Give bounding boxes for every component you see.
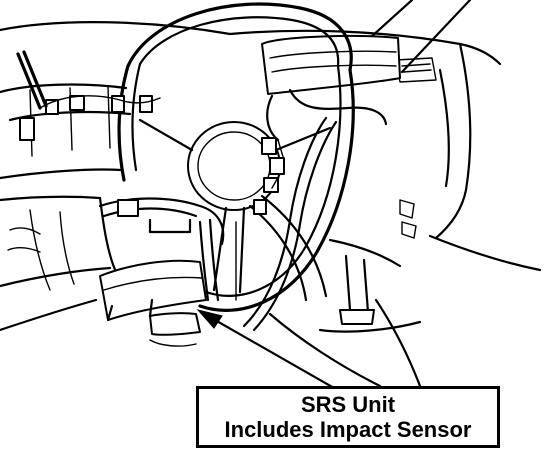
instrument-cluster [0, 83, 161, 157]
callout-line-2: Includes Impact Sensor [224, 417, 472, 442]
leader-arrow [196, 309, 336, 390]
wire-harness-left [16, 50, 48, 110]
dashboard-top [0, 21, 502, 240]
lower-dashboard-left [0, 168, 122, 332]
center-console [268, 199, 542, 388]
passenger-airbag-module [261, 35, 401, 95]
srs-harness [98, 88, 388, 332]
srs-unit-drawing [99, 259, 207, 347]
steering-wheel [117, 2, 355, 312]
steering-column [235, 194, 328, 302]
callout-line-1: SRS Unit [300, 392, 396, 417]
srs-unit-callout-box: SRS Unit Includes Impact Sensor [196, 386, 500, 448]
